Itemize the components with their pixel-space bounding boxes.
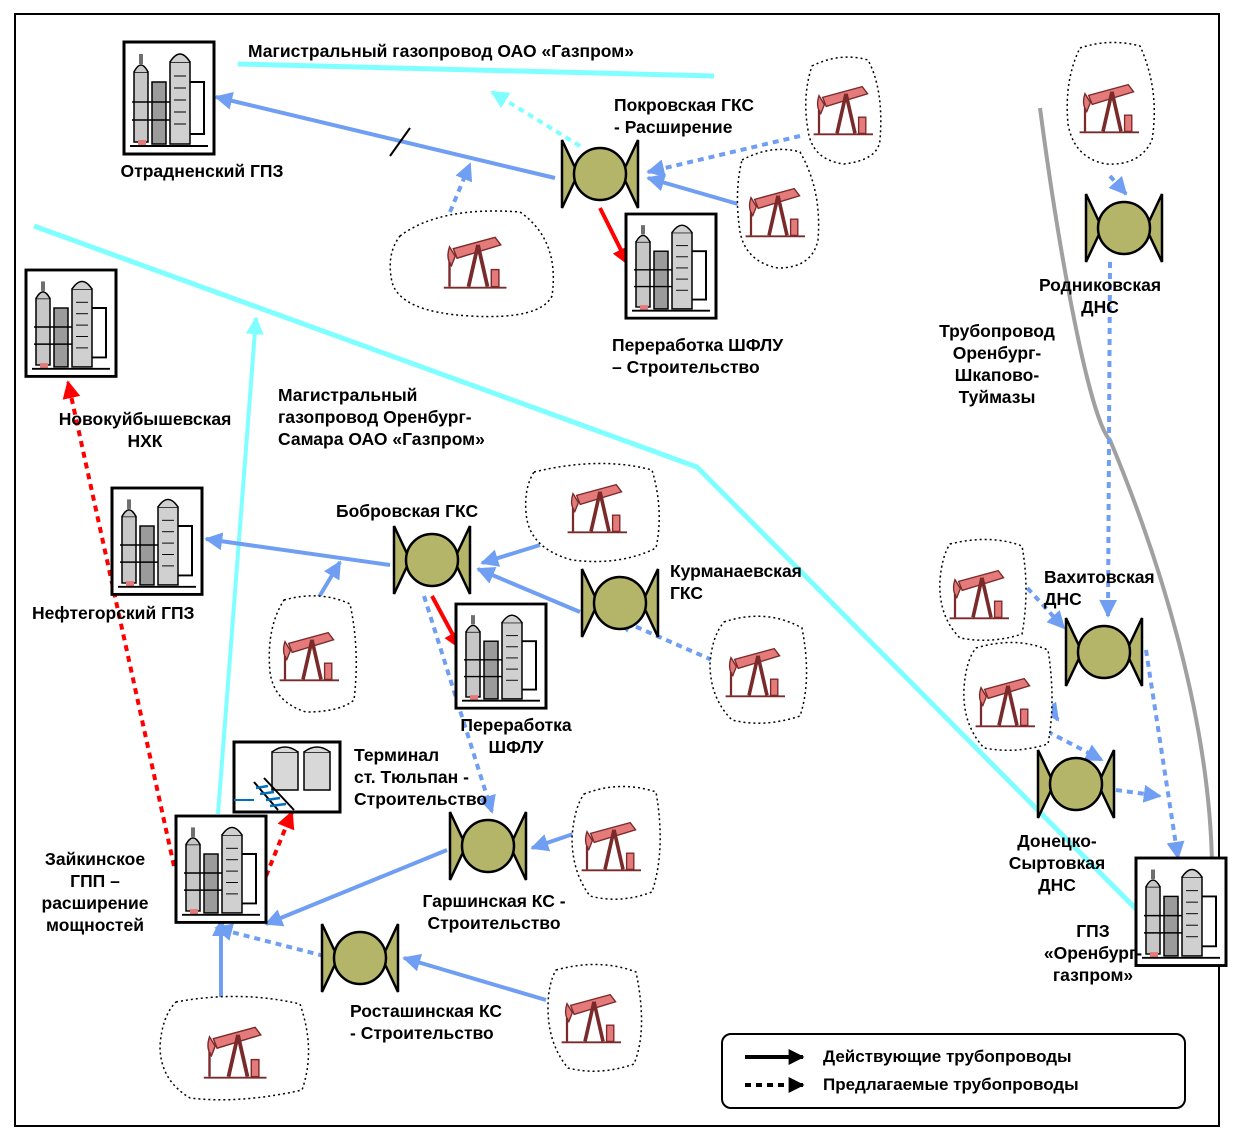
legend-symbols xyxy=(745,1049,805,1093)
vakhitovskaya-station-icon xyxy=(1064,616,1144,688)
oil-field-donetsko xyxy=(963,641,1053,751)
rostashinskaya-station-icon xyxy=(320,922,400,994)
oil-field-rostashinskaya xyxy=(547,963,643,1072)
magistral-orenburg-line xyxy=(33,223,1142,915)
magistral-orenburg-label: Магистральный газопровод Оренбург- Самар… xyxy=(278,385,485,449)
otradnensky-plant-icon xyxy=(122,40,216,156)
oil-field-zaikinskoe xyxy=(159,995,310,1101)
rodnikovskaya-label: Родниковская ДНС xyxy=(1038,275,1162,317)
donetsko-label: Донецко- Сыртовкая ДНС xyxy=(1008,831,1106,895)
magistral-gazprom-label: Магистральный газопровод ОАО «Газпром» xyxy=(248,41,634,61)
donetsko-station-icon xyxy=(1036,748,1116,820)
novokuibyshevskaya-label: Новокуйбышевская НХК xyxy=(58,409,232,451)
existing-pipelines xyxy=(204,92,739,1005)
legend-proposed-label: Предлагаемые трубопроводы xyxy=(823,1075,1079,1094)
legend-existing-label: Действующие трубопроводы xyxy=(823,1047,1072,1066)
bobrovskaya-station-icon xyxy=(392,524,472,596)
oil-field-pokrovskaya-ne xyxy=(805,56,882,165)
pererabotka-1-label: Переработка ШФЛУ – Строительство xyxy=(612,335,784,377)
pokrovskaya-station-icon xyxy=(560,138,640,210)
oil-field-rodnikovskaya xyxy=(1066,41,1156,165)
neftegorsky-label: Нефтегорский ГПЗ xyxy=(32,603,195,623)
legend: Действующие трубопроводы Предлагаемые тр… xyxy=(721,1033,1186,1109)
pererabotka-2-label: Переработка ШФЛУ xyxy=(460,715,572,757)
oil-field-kurmanaevskaya xyxy=(709,615,808,724)
oil-field-bobrovskaya-sw xyxy=(268,595,357,713)
magistral-gazprom-line xyxy=(237,61,715,79)
pipeline-break-mark xyxy=(389,127,411,157)
kurmanaevskaya-label: Курманаевская ГКС xyxy=(670,561,802,603)
oil-field-vakhitovskaya xyxy=(939,538,1027,641)
main-pipelines xyxy=(33,61,1142,915)
rail-terminal-icon xyxy=(232,740,342,814)
kurmanaevskaya-station-icon xyxy=(580,567,660,639)
oil-field-bobrovskaya-ne xyxy=(524,462,660,563)
garshinskaya-label: Гаршинская КС - Строительство xyxy=(422,891,566,933)
terminal-label: Терминал ст. Тюльпан - Строительство xyxy=(354,745,488,809)
oil-field-pokrovskaya-e xyxy=(736,148,820,269)
neftegorsky-plant-icon xyxy=(110,486,204,596)
gpz-orenburg-label: ГПЗ «Оренбург- газпром» xyxy=(1043,921,1143,985)
oil-fields xyxy=(159,41,1156,1101)
diagram-frame xyxy=(14,13,1220,1127)
oil-field-garshinskaya xyxy=(571,785,661,900)
zaikinskoe-plant-icon xyxy=(174,814,268,924)
oil-pipeline-line xyxy=(1038,107,1214,867)
bobrovskaya-label: Бобровская ГКС xyxy=(336,501,479,521)
pokrovskaya-to-magistral-dashed xyxy=(490,90,582,148)
vakhitovskaya-label: Вахитовская ДНС xyxy=(1044,567,1155,609)
zaikinskoe-label: Зайкинское ГПП – расширение мощностей xyxy=(41,849,149,935)
oil-field-pokrovskaya-s xyxy=(389,210,555,318)
oil-pipeline-label: Трубопровод Оренбург- Шкапово- Туймазы xyxy=(939,321,1055,407)
otradnensky-label: Отрадненский ГПЗ xyxy=(120,161,284,181)
garshinskaya-station-icon xyxy=(448,810,528,882)
pererabotka-shflu-1-plant-icon xyxy=(624,212,718,320)
rodnikovskaya-station-icon xyxy=(1084,192,1164,264)
zaikinskoe-to-magistral-line xyxy=(216,316,264,815)
rostashinskaya-label: Росташинская КС - Строительство xyxy=(350,1001,503,1043)
novokuibyshevskaya-plant-icon xyxy=(24,268,118,378)
pererabotka-shflu-2-plant-icon xyxy=(454,602,548,710)
pokrovskaya-label: Покровская ГКС - Расширение xyxy=(614,95,755,137)
